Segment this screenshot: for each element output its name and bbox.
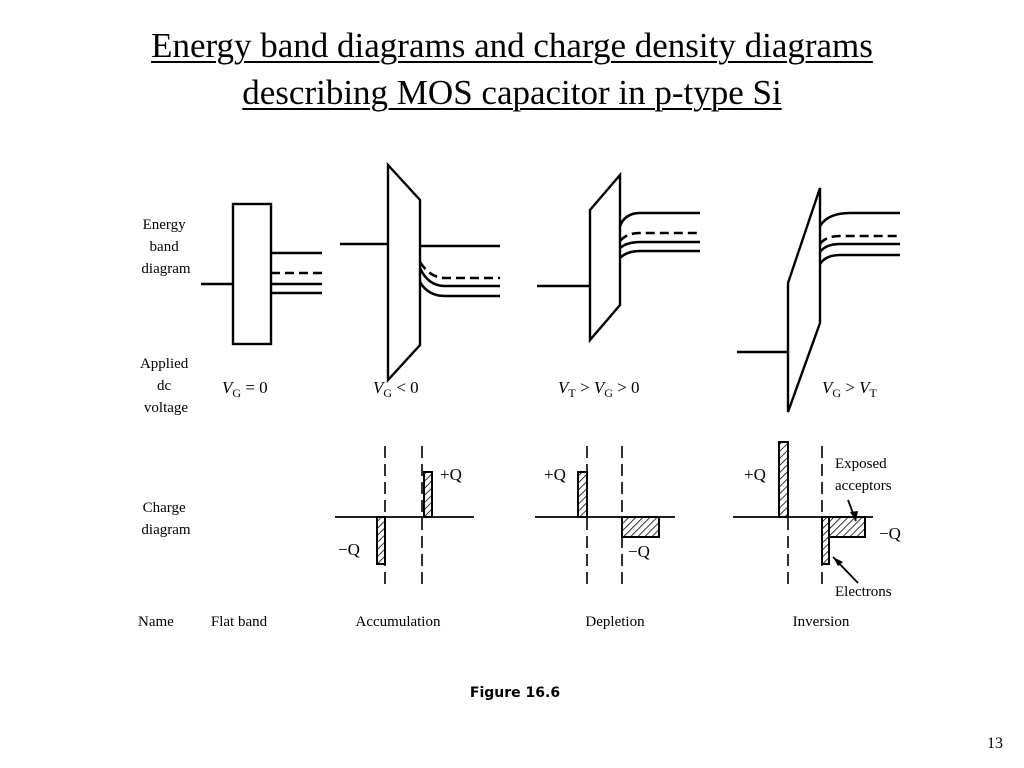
voltage-flat-band: VG = 0 bbox=[222, 378, 268, 400]
title-line-1: Energy band diagrams and charge density … bbox=[151, 26, 873, 65]
charge-label-inversion-neg: −Q bbox=[879, 524, 901, 543]
page-number: 13 bbox=[987, 735, 1003, 752]
band-diagram-flat-band bbox=[201, 202, 322, 346]
name-inversion: Inversion bbox=[793, 614, 850, 630]
band-diagram-inversion bbox=[737, 187, 900, 413]
title-line-2: describing MOS capacitor in p-type Si bbox=[242, 73, 782, 112]
voltage-depletion: VT > VG > 0 bbox=[558, 378, 639, 400]
voltage-inversion: VG > VT bbox=[822, 378, 878, 400]
charge-label-depletion-pos: +Q bbox=[544, 465, 566, 484]
figure-caption: Figure 16.6 bbox=[470, 685, 560, 701]
label-electrons: Electrons bbox=[835, 584, 892, 600]
voltage-accumulation: VG < 0 bbox=[373, 378, 419, 400]
row-label-energy-band: Energy band diagram bbox=[141, 217, 190, 277]
row-label-applied-voltage: Applied dc voltage bbox=[140, 356, 192, 416]
charge-label-inversion-pos: +Q bbox=[744, 465, 766, 484]
charge-diagram-depletion bbox=[535, 446, 675, 590]
charge-label-depletion-neg: −Q bbox=[628, 542, 650, 561]
charge-diagram-accumulation bbox=[335, 446, 474, 590]
slide-title: Energy band diagrams and charge density … bbox=[0, 22, 1024, 116]
band-diagram-accumulation bbox=[340, 161, 500, 384]
name-depletion: Depletion bbox=[585, 614, 645, 630]
band-diagram-depletion bbox=[537, 171, 700, 344]
name-accumulation: Accumulation bbox=[356, 614, 441, 630]
label-exposed-acceptors: Exposed acceptors bbox=[835, 456, 892, 494]
name-flat-band: Flat band bbox=[211, 614, 268, 630]
charge-label-accumulation-neg: −Q bbox=[338, 540, 360, 559]
row-label-charge-diagram: Charge diagram bbox=[141, 500, 190, 538]
charge-label-accumulation-pos: +Q bbox=[440, 465, 462, 484]
row-label-name: Name bbox=[138, 614, 174, 630]
charge-diagram-inversion bbox=[733, 441, 873, 590]
